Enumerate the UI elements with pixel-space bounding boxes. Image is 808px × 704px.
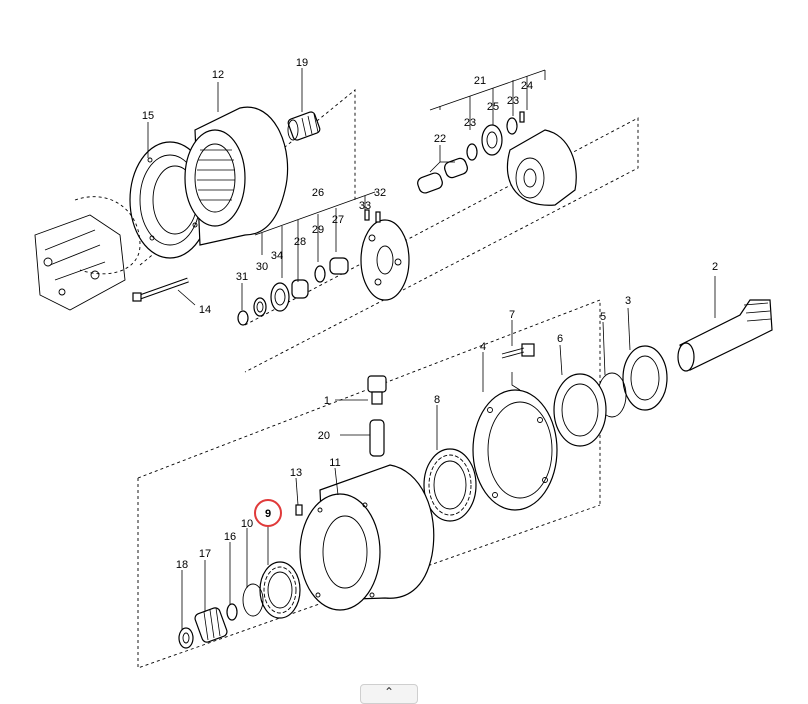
part-14-bolt (132, 277, 189, 302)
assembly-outline-lower (137, 299, 601, 669)
part-16-washer (226, 603, 238, 621)
highlight-circle-part-9 (254, 499, 282, 527)
callout-34: 34 (271, 250, 283, 262)
callout-16: 16 (224, 531, 236, 543)
callout-8: 8 (434, 394, 440, 406)
part-13-pin (295, 504, 303, 516)
callout-3: 3 (625, 295, 631, 307)
callout-24: 24 (521, 80, 533, 92)
scroll-up-button[interactable]: ⌃ (360, 684, 418, 704)
part-20-pin (369, 419, 385, 457)
callout-17: 17 (199, 548, 211, 560)
upper-carrier-parts (237, 209, 410, 326)
upper-right-carrier-parts (417, 111, 577, 206)
hydraulic-motor (34, 196, 141, 311)
part-17-sun-gear (194, 607, 228, 643)
part-19-pinion (287, 111, 321, 141)
callout-23a: 23 (464, 117, 476, 129)
callout-29: 29 (312, 224, 324, 236)
callout-7: 7 (509, 309, 515, 321)
leader-lines (147, 68, 716, 630)
callout-10: 10 (241, 518, 253, 530)
callout-4: 4 (480, 341, 486, 353)
part-11-housing (299, 464, 435, 611)
callout-1: 1 (324, 395, 330, 407)
callout-22: 22 (434, 133, 446, 145)
callout-2: 2 (712, 261, 718, 273)
part-6-seal (553, 373, 607, 447)
callout-5: 5 (600, 311, 606, 323)
callout-9: 9 (265, 508, 271, 520)
callout-20: 20 (318, 430, 330, 442)
callout-18: 18 (176, 559, 188, 571)
callout-31: 31 (236, 271, 248, 283)
part-8-bearing (423, 448, 477, 522)
part-10-snap-ring (242, 583, 264, 617)
callout-26: 26 (312, 187, 324, 199)
callout-12: 12 (212, 69, 224, 81)
chevron-up-icon: ⌃ (383, 685, 395, 699)
callout-33: 33 (359, 200, 371, 212)
part-4-flange (472, 389, 558, 511)
callout-19: 19 (296, 57, 308, 69)
callout-32: 32 (374, 187, 386, 199)
callout-labels: 1 2 3 4 5 6 7 8 9 10 11 12 13 14 15 16 1… (142, 57, 718, 571)
part-9-bearing (259, 561, 301, 619)
callout-14: 14 (199, 304, 211, 316)
callout-21: 21 (474, 75, 486, 87)
part-7-bolt (501, 343, 535, 359)
callout-13: 13 (290, 467, 302, 479)
callout-15: 15 (142, 110, 154, 122)
callout-25: 25 (487, 101, 499, 113)
callout-27: 27 (332, 214, 344, 226)
callout-6: 6 (557, 333, 563, 345)
part-18-washer (178, 627, 194, 649)
callout-28: 28 (294, 236, 306, 248)
part-3-seal (622, 345, 668, 411)
part-1-valve (367, 375, 387, 405)
part-12-ring-gear (184, 106, 289, 246)
callout-30: 30 (256, 261, 268, 273)
part-2-shaft (677, 299, 773, 372)
callout-11: 11 (329, 457, 340, 469)
callout-23b: 23 (507, 95, 519, 107)
